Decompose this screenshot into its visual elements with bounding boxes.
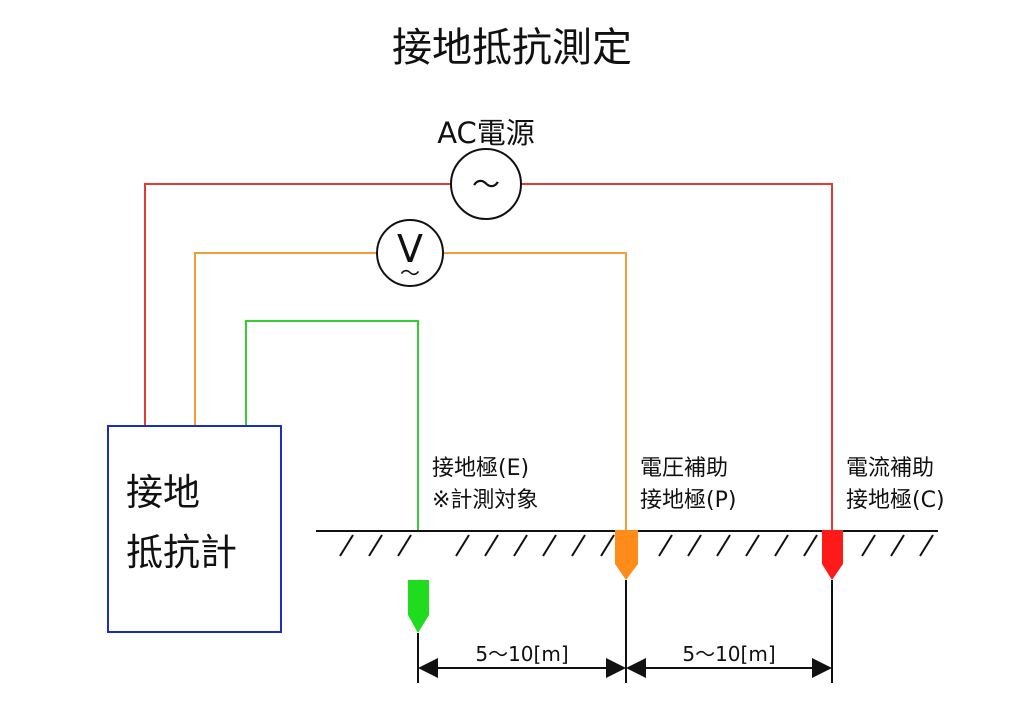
c-electrode-label-line1: 電流補助 [846,456,934,481]
ground-hatch-mark [571,534,586,557]
ground-hatch-mark [513,534,528,557]
ground-hatch-mark [542,534,557,557]
ac-source-circle [450,148,522,220]
earth-tester-label-line2: 抵抗計 [126,531,237,574]
earth-tester-box [107,425,282,633]
ground-hatch-mark [803,534,818,557]
ground-hatch-mark [687,534,702,557]
diagram-title: 接地抵抗測定 [392,25,632,71]
c-electrode-label-line2: 接地極(C) [846,488,945,513]
target-loop-wire [245,320,419,531]
ground-hatch-mark [919,534,934,557]
ac-source-label: AC電源 [437,116,535,150]
ground-hatch-mark [745,534,760,557]
current-loop-wire [144,183,833,531]
ground-hatch-mark [397,534,412,557]
e-electrode-label-line1: 接地極(E) [432,456,529,481]
voltmeter-symbol: V [397,227,423,271]
ground-hatch-marks [339,534,934,557]
e-electrode-label-line2: ※計測対象 [432,488,538,513]
voltmeter-subsymbol: ～ [400,261,420,285]
p-electrode-label-line2: 接地極(P) [640,488,736,513]
earth-electrode-c [822,530,843,580]
voltmeter-circle [376,219,444,287]
ground-hatch-mark [774,534,789,557]
ground-hatch-mark [890,534,905,557]
ground-hatch-mark [600,534,615,557]
earth-tester-label-line1: 接地 [126,471,200,514]
ac-source-symbol: ～ [472,168,500,201]
voltage-loop-wire [194,252,627,531]
ground-hatch-mark [455,534,470,557]
ground-hatch-mark [861,534,876,557]
earth-electrode-p [615,530,638,580]
ground-hatch-mark [658,534,673,557]
dimension-label-ep: 5～10[m] [475,642,568,666]
dimension-label-pc: 5～10[m] [682,642,775,666]
ground-hatch-mark [484,534,499,557]
ground-hatch-mark [339,534,354,557]
earth-electrode-e [408,580,429,633]
ground-hatch-mark [716,534,731,557]
p-electrode-label-line1: 電圧補助 [640,456,728,481]
ground-hatch-mark [368,534,383,557]
